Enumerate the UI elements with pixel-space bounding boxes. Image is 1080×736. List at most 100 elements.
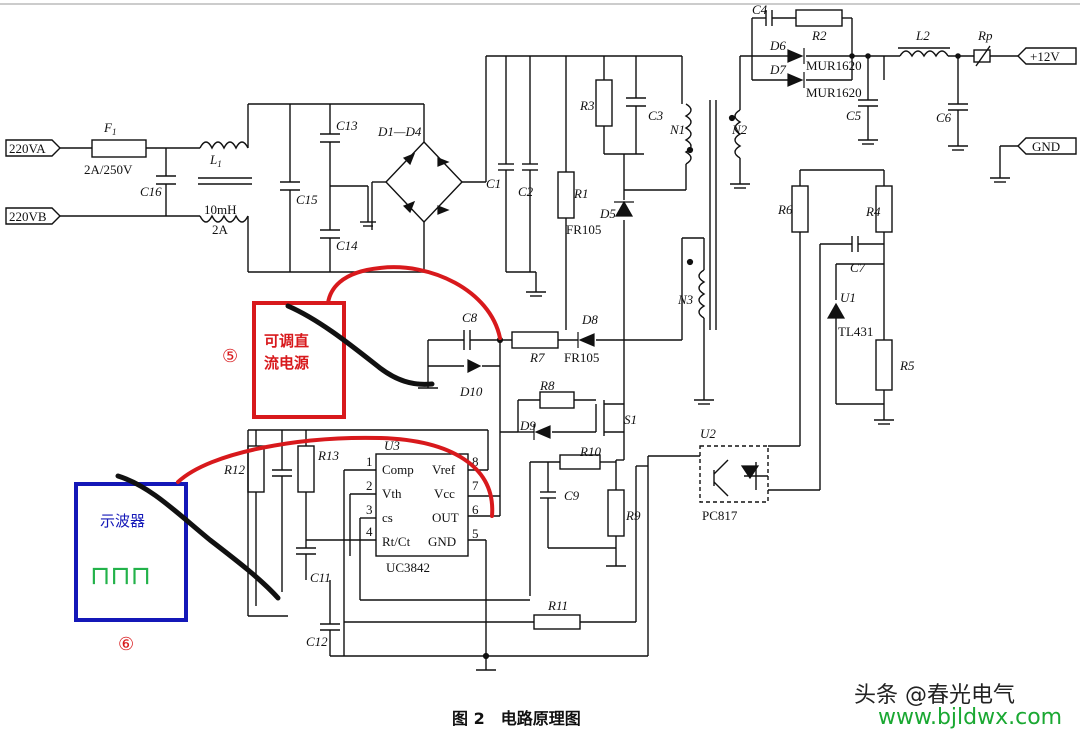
label-r11: R11 xyxy=(547,598,568,613)
label-mur-b: MUR1620 xyxy=(806,85,862,100)
terminal-labels: 220VA 220VB +12V GND xyxy=(9,49,1060,224)
oscilloscope-number: ⑥ xyxy=(118,634,134,655)
fuse-f1 xyxy=(91,139,147,158)
pin-4-num: 4 xyxy=(366,524,373,539)
label-r10: R10 xyxy=(579,444,601,459)
power-supply-line1: 可调直 xyxy=(264,332,309,350)
pin-5-num: 5 xyxy=(472,526,479,541)
label-s1: S1 xyxy=(624,412,637,427)
bridge-diode-2 xyxy=(437,157,450,167)
label-c16: C16 xyxy=(140,184,162,199)
label-r7: R7 xyxy=(529,350,545,365)
label-r9: R9 xyxy=(625,508,641,523)
dot-n3 xyxy=(686,258,694,266)
bridge-diode-1 xyxy=(402,152,416,166)
figure-caption: 图 2 电路原理图 xyxy=(452,709,581,728)
oscilloscope-label: 示波器 xyxy=(100,512,145,530)
terminal-12v xyxy=(1017,47,1077,65)
power-supply-number: ⑤ xyxy=(222,346,238,367)
label-12v: +12V xyxy=(1030,49,1060,64)
label-l1-value: 10mH xyxy=(204,202,237,217)
label-d6: D6 xyxy=(769,38,786,53)
terminal-gnd xyxy=(1017,137,1077,155)
label-c6: C6 xyxy=(936,110,952,125)
label-220vb: 220VB xyxy=(9,209,47,224)
label-mur-a: MUR1620 xyxy=(806,58,862,73)
label-c8: C8 xyxy=(462,310,478,325)
pin-4-name: Rt/Ct xyxy=(382,534,411,549)
pin-6-num: 6 xyxy=(472,502,479,517)
diode-d8 xyxy=(578,333,595,347)
pin-5-name: GND xyxy=(428,534,456,549)
terminal-220vb xyxy=(5,207,61,225)
diode-d7 xyxy=(787,73,804,87)
label-pc817: PC817 xyxy=(702,508,738,523)
oscilloscope-box xyxy=(74,482,188,622)
label-c4: C4 xyxy=(752,2,768,17)
label-d8: D8 xyxy=(581,312,598,327)
bridge-diode-3 xyxy=(402,200,416,214)
pin-6-name: OUT xyxy=(432,510,459,525)
oscilloscope-wave: ⊓⊓⊓ xyxy=(90,561,151,591)
label-bridge: D1—D4 xyxy=(377,124,422,139)
label-r13: R13 xyxy=(317,448,339,463)
dot-n2 xyxy=(728,114,736,122)
diodes xyxy=(402,48,961,660)
pin-3-name: cs xyxy=(382,510,393,525)
label-tl431: TL431 xyxy=(838,324,873,339)
choke-l1-top xyxy=(199,141,249,150)
pin-7-num: 7 xyxy=(472,478,479,493)
winding-n3 xyxy=(698,269,706,319)
label-d9: D9 xyxy=(519,418,536,433)
wiring xyxy=(5,9,1077,671)
label-uc3842: UC3842 xyxy=(386,560,430,575)
pin-2-num: 2 xyxy=(366,478,373,493)
pin-7-name: Vcc xyxy=(434,486,455,501)
label-r5: R5 xyxy=(899,358,915,373)
dot-n1 xyxy=(686,146,694,154)
label-f1: F xyxy=(103,120,113,135)
label-r12: R12 xyxy=(223,462,245,477)
bridge-diode-4 xyxy=(437,205,450,215)
label-l2: L2 xyxy=(915,28,930,43)
label-r8: R8 xyxy=(539,378,555,393)
pin-2-name: Vth xyxy=(382,486,402,501)
label-u2: U2 xyxy=(700,426,716,441)
pin-3-num: 3 xyxy=(366,502,373,517)
label-c14: C14 xyxy=(336,238,358,253)
label-rp: Rp xyxy=(977,28,993,43)
power-supply-line2: 流电源 xyxy=(264,354,309,372)
watermark-site: www.bjldwx.com xyxy=(878,705,1062,730)
label-f1-sub: 1 xyxy=(112,127,117,137)
diode-d5 xyxy=(614,200,634,217)
label-r4: R4 xyxy=(865,204,881,219)
label-c2: C2 xyxy=(518,184,534,199)
diode-d6 xyxy=(787,49,804,63)
label-r6: R6 xyxy=(777,202,793,217)
shunt-regulator-tl431 xyxy=(826,302,846,319)
pin-1-name: Comp xyxy=(382,462,414,477)
winding-n2 xyxy=(734,109,742,159)
label-c12: C12 xyxy=(306,634,328,649)
label-l1: L xyxy=(209,152,217,167)
svg-text:F1: F1 xyxy=(103,120,116,137)
label-f1-rating: 2A/250V xyxy=(84,162,133,177)
label-n3: N3 xyxy=(677,292,694,307)
pin-1-num: 1 xyxy=(366,454,373,469)
red-probe-wire-top xyxy=(326,265,502,340)
svg-text:L1: L1 xyxy=(209,152,222,169)
component-labels: F1 2A/250V C16 L1 10mH 2A C15 C13 C14 D1… xyxy=(84,2,993,649)
label-gnd: GND xyxy=(1032,139,1060,154)
red-probe-wire-bottom xyxy=(176,435,495,518)
diode-d10 xyxy=(467,359,482,373)
label-l1-current: 2A xyxy=(212,222,229,237)
power-supply-annotation: 可调直 流电源 ⑤ xyxy=(222,265,502,419)
label-d5: D5 xyxy=(599,206,616,221)
label-u3: U3 xyxy=(384,438,400,453)
label-d10: D10 xyxy=(459,384,483,399)
label-d8-part: FR105 xyxy=(564,350,599,365)
black-probe-wire-top xyxy=(285,303,435,387)
label-c7: C7 xyxy=(850,260,866,275)
